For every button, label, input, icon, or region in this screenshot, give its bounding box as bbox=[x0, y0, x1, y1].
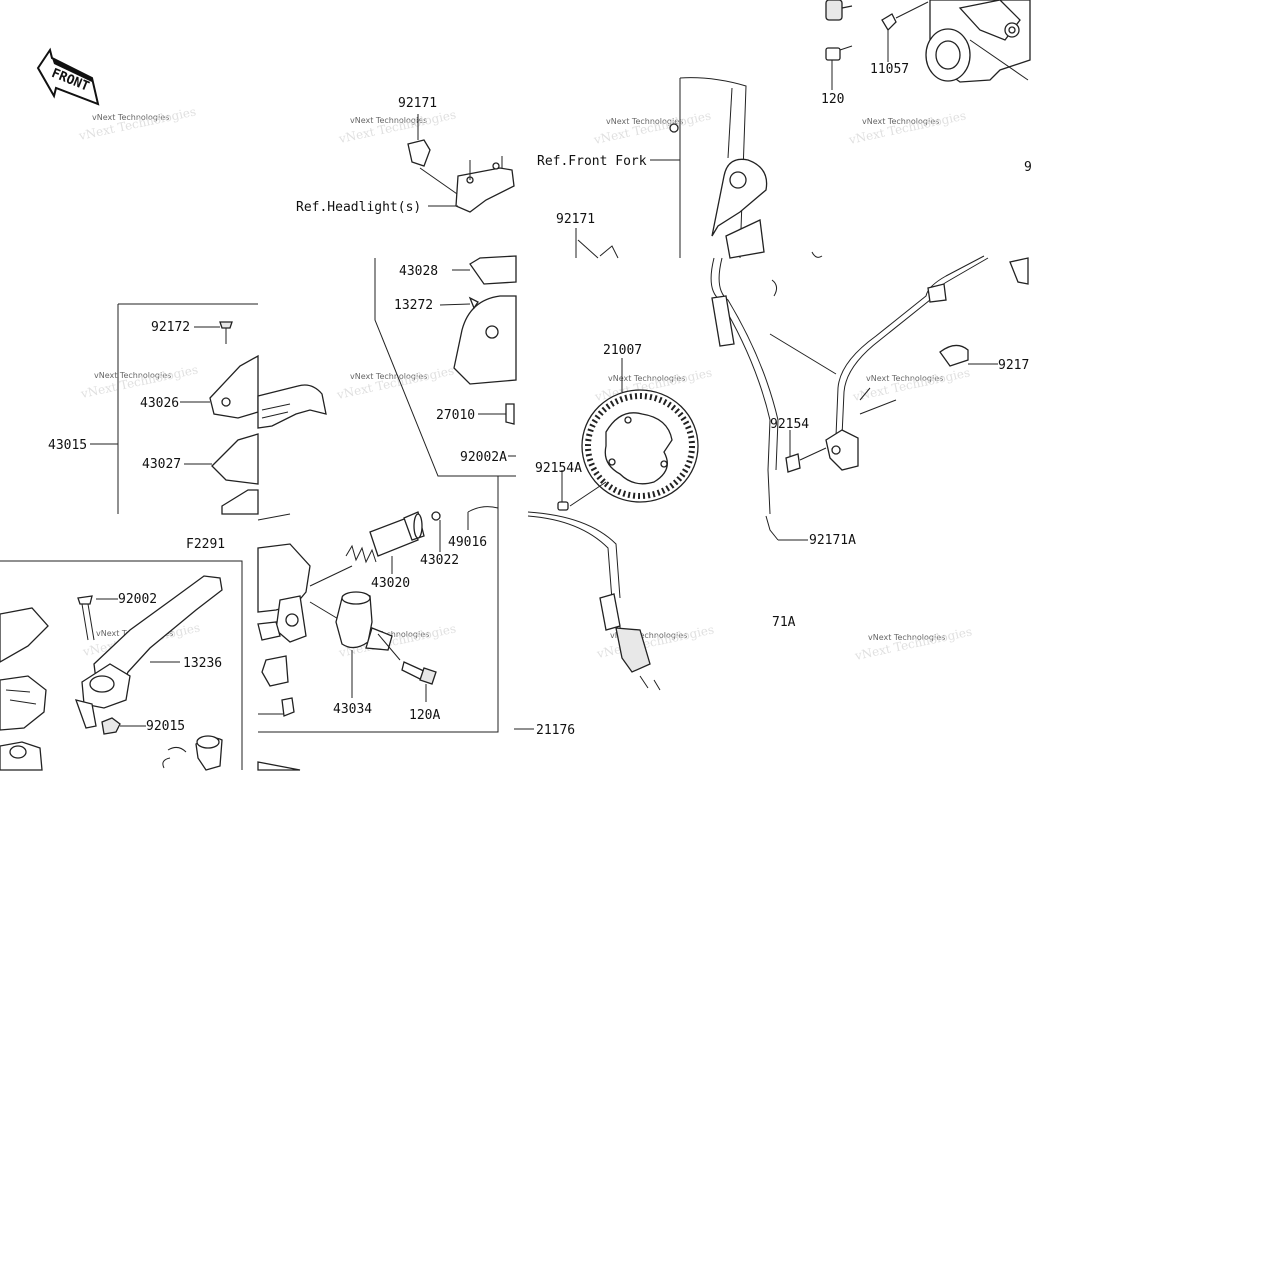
part-label-11057: 11057 bbox=[870, 62, 909, 77]
ref-headlight: Ref.Headlight(s) bbox=[296, 200, 421, 215]
part-label-21176: 21176 bbox=[536, 723, 575, 738]
part-label-120A: 120A bbox=[409, 708, 440, 723]
part-label-43020: 43020 bbox=[371, 576, 410, 591]
brake-lever-group bbox=[0, 560, 301, 771]
watermark-text: vNext Technologies bbox=[94, 371, 171, 380]
part-label-edge-9: 9 bbox=[1024, 160, 1032, 175]
watermark-ghost: vNext Technologies bbox=[77, 104, 197, 143]
lever-cover-group bbox=[90, 303, 327, 515]
watermark-ghost: vNext Technologies bbox=[592, 108, 712, 147]
speed-sensor-cable bbox=[527, 228, 779, 691]
part-label-92171-top: 92171 bbox=[398, 96, 437, 111]
abs-rotor bbox=[581, 358, 699, 503]
part-label-120: 120 bbox=[821, 92, 844, 107]
part-label-92154: 92154 bbox=[770, 417, 809, 432]
part-label-43015: 43015 bbox=[48, 438, 87, 453]
watermark-text: vNext Technologies bbox=[350, 116, 427, 125]
ref-front-fork: Ref.Front Fork bbox=[537, 154, 647, 169]
part-label-92172: 92172 bbox=[151, 320, 190, 335]
watermark-text: vNext Technologies bbox=[862, 117, 939, 126]
watermark-text: vNext Technologies bbox=[92, 113, 169, 122]
part-label-43027: 43027 bbox=[142, 457, 181, 472]
watermark-text: vNext Technologies bbox=[866, 374, 943, 383]
part-label-9217-edge: 9217 bbox=[998, 358, 1029, 373]
part-label-92171A: 92171A bbox=[809, 533, 856, 548]
part-label-27010: 27010 bbox=[436, 408, 475, 423]
part-label-92171-mid: 92171 bbox=[556, 212, 595, 227]
part-label-13236: 13236 bbox=[183, 656, 222, 671]
front-direction-badge: FRONT bbox=[36, 47, 100, 106]
reservoir-cap-group bbox=[374, 255, 517, 477]
part-label-21007: 21007 bbox=[603, 343, 642, 358]
part-label-43028: 43028 bbox=[399, 264, 438, 279]
watermark-text: vNext Technologies bbox=[868, 633, 945, 642]
caliper-group bbox=[825, 0, 1031, 90]
part-label-92154A: 92154A bbox=[535, 461, 582, 476]
watermark-ghost: vNext Technologies bbox=[851, 365, 971, 404]
part-label-43026: 43026 bbox=[140, 396, 179, 411]
watermark-ghost: vNext Technologies bbox=[847, 108, 967, 147]
watermark-text: vNext Technologies bbox=[610, 631, 687, 640]
watermark-ghost: vNext Technologies bbox=[337, 107, 457, 146]
watermark-text: vNext Technologies bbox=[350, 372, 427, 381]
part-label-49016: 49016 bbox=[448, 535, 487, 550]
watermark-text: vNext Technologies bbox=[352, 630, 429, 639]
part-label-71A-partial: 71A bbox=[772, 615, 796, 630]
figure-code: F2291 bbox=[186, 537, 225, 552]
part-label-43022: 43022 bbox=[420, 553, 459, 568]
headlight-bracket bbox=[407, 114, 515, 213]
watermark-ghost: vNext Technologies bbox=[853, 624, 973, 663]
part-label-13272: 13272 bbox=[394, 298, 433, 313]
part-label-43034: 43034 bbox=[333, 702, 372, 717]
master-cylinder-group bbox=[257, 476, 534, 733]
watermark-text: vNext Technologies bbox=[608, 374, 685, 383]
part-label-92002A: 92002A bbox=[460, 450, 507, 465]
part-label-92002: 92002 bbox=[118, 592, 157, 607]
watermark-ghost: vNext Technologies bbox=[79, 362, 199, 401]
part-label-92015: 92015 bbox=[146, 719, 185, 734]
abs-harness-right bbox=[765, 251, 1029, 541]
watermark-text: vNext Technologies bbox=[606, 117, 683, 126]
front-fork-ref bbox=[650, 77, 768, 259]
